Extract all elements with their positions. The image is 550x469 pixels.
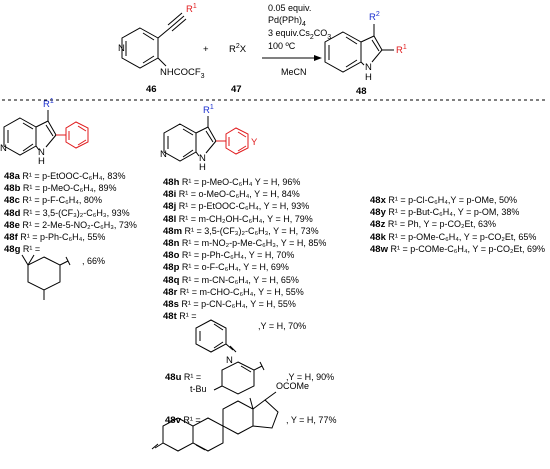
entry-48v: 48v R¹ = (165, 415, 201, 426)
left-nh-h: H (38, 156, 45, 167)
reactant-46-substituent: NHCOCF3 (160, 67, 205, 80)
mid-y: Y (251, 137, 258, 148)
list-item: 48r R¹ = m-CHO-C₆H₄, Y = H, 55% (163, 286, 304, 298)
mid-azaindole-structure (163, 116, 249, 162)
trimethylcyclohexyl-structure (21, 254, 71, 300)
product-48-structure (324, 24, 394, 73)
list-item: 48h R¹ = p-MeO-C₆H₄ Y = H, 96% (163, 177, 301, 188)
mid-pyridine-n: N (160, 149, 167, 160)
list-item: 48b R¹ = p-MeO-C₆H₄, 89% (4, 183, 117, 195)
reactant-47-formula: R2X (229, 43, 247, 55)
list-item: 48g R¹ = (4, 244, 41, 256)
compound-list-b: 48h R¹ = p-MeO-C₆H₄ Y = H, 96% 48i R¹ = … (163, 176, 326, 322)
list-item: 48o R¹ = p-Ph-C₆H₄, Y = H, 70% (163, 250, 295, 262)
product-48-label: 48 (356, 86, 367, 97)
list-item: 48j R¹ = p-EtOOC-C₆H₄, Y = H, 93% (163, 201, 310, 213)
list-item: 48n R¹ = m-NO₂-p-Me-C₆H₃, Y = H, 85% (163, 237, 327, 249)
entry-48u: 48u R¹ = (165, 372, 202, 383)
list-item: 48m R¹ = 3,5-(CF₃)₂-C₆H₃, Y = H, 73% (163, 225, 319, 237)
list-item: 48d R¹ = 3,5-(CF₃)₂-C₆H₃, 93% (4, 207, 130, 219)
entry-48u-tail: ,Y = H, 90% (286, 372, 335, 382)
reactant-46-r1: R1 (186, 3, 197, 15)
reaction-arrow-head (314, 55, 322, 61)
pyridyl-structure (195, 319, 237, 353)
compound-list-c: 48x R¹ = p-Cl-C₆H₄,Y = p-OMe, 50% 48y R¹… (370, 194, 545, 255)
list-item: 48l R¹ = m-CH₂OH-C₆H₄, Y = H, 79% (163, 213, 313, 225)
list-item: 48i R¹ = o-MeO-C₆H₄, Y = H, 84% (163, 189, 300, 201)
product-nh-h: H (365, 72, 372, 83)
entry-48u-tbu: t-Bu (190, 384, 207, 394)
list-item: 48k R¹ = p-OMe-C₆H₄, Y = p-CO₂Et, 65% (370, 231, 537, 243)
steroid-ocome: OCOMe (276, 381, 309, 391)
list-item: 48e R¹ = 2-Me-5-NO₂-C₆H₃, 73% (4, 219, 137, 231)
left-pyridine-n: N (0, 143, 7, 154)
reactant-46-structure (121, 12, 187, 69)
entry-48v-tail: , Y = H, 77% (286, 415, 337, 425)
list-item: 48c R¹ = p-F-C₆H₄, 80% (4, 195, 102, 207)
tbu-cyclohexenyl-structure (213, 361, 265, 395)
list-item: 48y R¹ = p-But-C₆H₄, Y = p-OM, 38% (370, 207, 520, 219)
left-r1: R1 (43, 98, 54, 110)
solvent-label: MeCN (281, 67, 307, 77)
mid-nh-n: N (199, 153, 206, 164)
reactant-46-n-atom: N (118, 43, 125, 54)
pyridyl-n: N (226, 355, 233, 366)
left-nh-n: N (38, 147, 45, 158)
product-nh-n: N (365, 62, 372, 73)
list-a-48g-tail: , 66% (82, 256, 106, 266)
reactant-47-label: 47 (231, 84, 242, 95)
list-item: 48z R¹ = Ph, Y = p-CO₂Et, 63% (370, 219, 497, 231)
reactant-46-label: 46 (146, 84, 157, 95)
product-r1: R1 (396, 44, 407, 56)
list-item: 48x R¹ = p-Cl-C₆H₄,Y = p-OMe, 50% (370, 195, 518, 206)
list-item: 48f R¹ = p-Ph-C₆H₄, 55% (4, 231, 106, 243)
list-item: 48q R¹ = m-CN-C₆H₄, Y = H, 65% (163, 274, 299, 286)
list-b-48t-tail: ,Y = H, 70% (258, 321, 307, 331)
condition-line-4: 100 ºC (268, 41, 296, 51)
left-azaindole-structure (3, 110, 89, 156)
condition-line-2: Pd(PPh)4 (268, 15, 306, 28)
product-r2: R2 (369, 11, 380, 23)
mid-nh-h: H (199, 162, 206, 173)
list-item: 48a R¹ = p-EtOOC-C₆H₄, 83% (4, 171, 126, 182)
list-item: 48w R¹ = p-COMe-C₆H₄, Y = p-CO₂Et, 69% (370, 243, 545, 255)
list-item: 48t R¹ = (163, 311, 197, 323)
mid-r1: R1 (203, 104, 214, 116)
compound-list-a: 48a R¹ = p-EtOOC-C₆H₄, 83% 48b R¹ = p-Me… (4, 170, 137, 255)
plus-sign: + (203, 44, 209, 55)
steroid-structure (151, 391, 279, 452)
condition-line-3: 3 equiv.Cs2CO3 (268, 28, 331, 41)
condition-line-1: 0.05 equiv. (268, 3, 311, 13)
list-item: 48p R¹ = o-F-C₆H₄, Y = H, 69% (163, 262, 289, 274)
list-item: 48s R¹ = p-CN-C₆H₄, Y = H, 55% (163, 298, 296, 310)
